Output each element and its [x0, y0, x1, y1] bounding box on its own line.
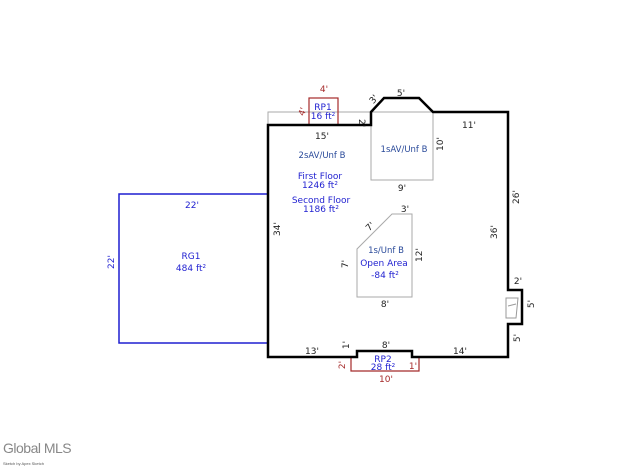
rp1-side-dim: 4'	[297, 106, 309, 117]
fireplace	[505, 297, 519, 319]
fireplace-line	[507, 303, 517, 307]
dim: 7'	[341, 260, 351, 268]
rg1-name: RG1	[182, 252, 201, 262]
dim: 2'	[356, 119, 366, 127]
rp2-right-dim: 1'	[409, 362, 417, 372]
rp1-name: RP1	[314, 103, 331, 113]
dim: 2'	[514, 277, 522, 287]
dim: 3'	[401, 205, 409, 215]
rp2-area: 28 ft²	[371, 363, 396, 373]
bay-label: 1sAV/Unf B	[381, 145, 428, 155]
open-area-value: -84 ft²	[371, 271, 399, 281]
dim: 1'	[342, 341, 352, 349]
open-area	[356, 213, 413, 298]
rg1-area: 484 ft²	[176, 264, 207, 274]
dim: 5'	[527, 300, 537, 308]
room-1sav	[370, 111, 434, 181]
dim: 8'	[381, 300, 389, 310]
dim: 12'	[415, 248, 425, 262]
dim: 10'	[436, 137, 446, 151]
second-floor-label: Second Floor	[292, 196, 351, 206]
dim: 5'	[397, 89, 405, 99]
main-label: 2sAV/Unf B	[299, 151, 346, 161]
dim: 15'	[315, 132, 329, 142]
open-label: 1s/Unf B	[368, 246, 404, 256]
rp2-bottom-dim: 10'	[379, 375, 393, 385]
rg1-side-dim: 22'	[107, 255, 117, 269]
rp1-top-dim: 4'	[320, 85, 328, 95]
dim: 7'	[364, 221, 377, 234]
dim: 11'	[462, 121, 476, 131]
dim: 5'	[513, 334, 523, 342]
main-walls	[266, 96, 524, 359]
second-floor-area: 1186 ft²	[303, 205, 339, 215]
rp1-area: 16 ft²	[311, 112, 336, 122]
dim: 9'	[398, 184, 406, 194]
open-name: Open Area	[360, 259, 408, 269]
first-floor-area: 1246 ft²	[302, 181, 338, 191]
sketch-credit: Sketch by Apex Sketch	[3, 461, 44, 466]
dim: 8'	[382, 341, 390, 351]
dim: 14'	[453, 347, 467, 357]
rp2-left-dim: 2'	[338, 361, 348, 369]
dim: 13'	[305, 347, 319, 357]
rg1-top-dim: 22'	[185, 201, 199, 211]
dim: 26'	[512, 190, 522, 204]
first-floor-label: First Floor	[298, 172, 342, 182]
dim: 36'	[490, 225, 500, 239]
dim: 34'	[273, 222, 283, 236]
rp2-name: RP2	[374, 355, 391, 365]
global-mls-logo: Global MLS	[3, 440, 72, 456]
porch-rp2	[350, 357, 420, 372]
